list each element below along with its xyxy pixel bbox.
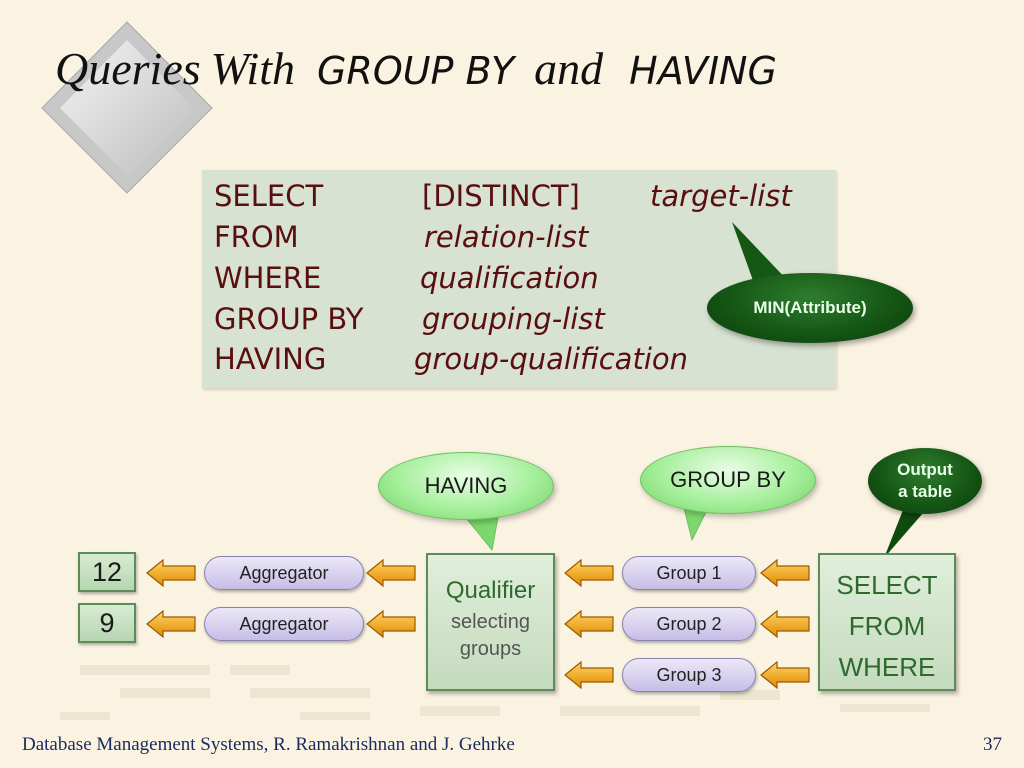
sql-arg-qualification: qualification [420, 261, 599, 295]
sql-keyword-select: SELECT [214, 179, 324, 213]
qualifier-line2: groups [459, 638, 522, 660]
group-by-callout-label: GROUP BY [670, 467, 786, 492]
group-label-2: Group 2 [656, 613, 722, 634]
page-number: 37 [983, 734, 1002, 755]
sql-keyword-having: HAVING [214, 342, 327, 376]
group-label-1: Group 1 [656, 562, 722, 583]
output-callout-tail [884, 505, 930, 558]
output-table-callout: Output a table [868, 448, 982, 514]
source-line-where: WHERE [838, 652, 936, 682]
arrow-left-icon [146, 610, 196, 638]
title-having: HAVING [629, 49, 777, 93]
select-from-where-box: SELECT FROM WHERE [818, 553, 956, 691]
sql-keyword-where: WHERE [214, 261, 322, 295]
sql-distinct: [DISTINCT] [422, 179, 580, 213]
result-box-2: 9 [78, 603, 136, 643]
min-attribute-callout: MIN(Attribute) [707, 273, 913, 343]
output-callout-line2: a table [898, 482, 952, 501]
source-line-from: FROM [848, 611, 926, 641]
sql-keyword-group-by: GROUP BY [214, 302, 364, 336]
arrow-left-icon [564, 610, 614, 638]
result-value-2: 9 [99, 607, 115, 638]
result-value-1: 12 [91, 556, 123, 587]
arrow-left-icon [760, 661, 810, 689]
group-label-3: Group 3 [656, 664, 722, 685]
group-pill-3: Group 3 [622, 658, 756, 692]
aggregator-label-2: Aggregator [239, 613, 329, 634]
sql-arg-target-list: target-list [650, 179, 792, 213]
diamond-logo-icon [41, 21, 213, 194]
output-callout-line1: Output [897, 460, 953, 479]
sql-keyword-from: FROM [214, 220, 299, 254]
arrow-left-icon [760, 559, 810, 587]
result-box-1: 12 [78, 552, 136, 592]
arrow-left-icon [564, 559, 614, 587]
qualifier-title: Qualifier [445, 577, 536, 604]
sql-arg-grouping-list: grouping-list [422, 302, 605, 336]
aggregator-pill-1: Aggregator [204, 556, 364, 590]
sql-arg-group-qualification: group-qualification [414, 342, 688, 376]
group-pill-2: Group 2 [622, 607, 756, 641]
having-callout-label: HAVING [424, 473, 508, 498]
title-with: With [210, 43, 295, 94]
qualifier-line1: selecting [451, 611, 530, 633]
arrow-left-icon [564, 661, 614, 689]
sql-arg-relation-list: relation-list [424, 220, 589, 254]
source-line-select: SELECT [836, 570, 938, 600]
min-attribute-label: MIN(Attribute) [753, 298, 867, 317]
aggregator-pill-2: Aggregator [204, 607, 364, 641]
arrow-left-icon [146, 559, 196, 587]
footer-citation: Database Management Systems, R. Ramakris… [22, 734, 515, 755]
title-group-by: GROUP BY [316, 49, 515, 93]
arrow-left-icon [366, 559, 416, 587]
qualifier-box: Qualifier selecting groups [426, 553, 555, 691]
title-queries: Queries [55, 43, 201, 94]
sql-syntax-box: SELECT [DISTINCT] target-list FROM relat… [202, 170, 836, 388]
arrow-left-icon [760, 610, 810, 638]
aggregator-label-1: Aggregator [239, 562, 329, 583]
title-and: and [534, 43, 604, 94]
arrow-left-icon [366, 610, 416, 638]
group-pill-1: Group 1 [622, 556, 756, 590]
having-callout: HAVING [378, 452, 554, 520]
group-by-callout: GROUP BY [640, 446, 816, 514]
